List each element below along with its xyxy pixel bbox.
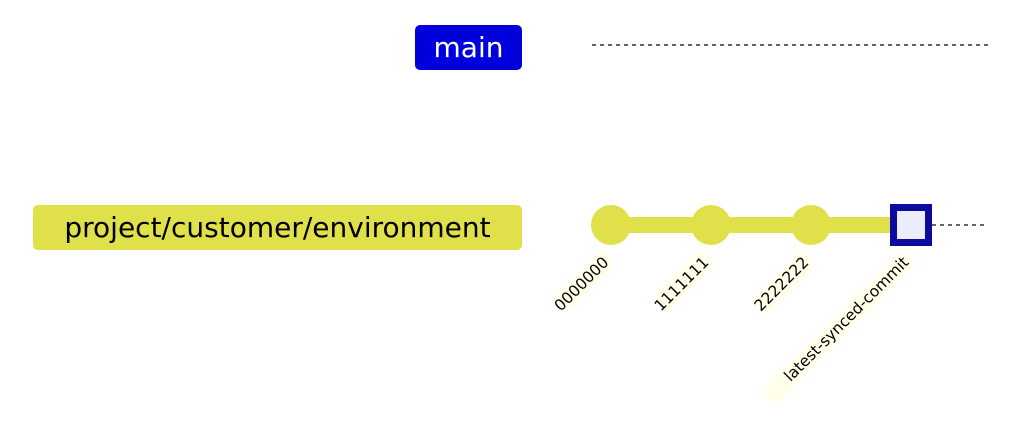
branch-main: main [415, 25, 988, 70]
commit-node[interactable] [591, 205, 631, 245]
branch-main-label-bg [415, 25, 522, 70]
commit-label: 2222222 [751, 253, 813, 315]
branch-environment: project/customer/environment 0000000 111… [33, 204, 988, 404]
commit-label: 0000000 [551, 253, 613, 315]
commit-label-bg [652, 249, 716, 314]
commit-0000000[interactable]: 0000000 [550, 205, 631, 316]
branch-main-label: main [434, 31, 504, 64]
commit-label-bg [750, 249, 816, 315]
commit-label-bg [552, 249, 616, 314]
commit-head-node[interactable] [890, 204, 932, 246]
commit-node[interactable] [791, 205, 831, 245]
commit-label-bg [761, 249, 916, 404]
commit-label: 1111111 [651, 253, 713, 315]
branch-environment-label: project/customer/environment [64, 211, 490, 244]
commit-node[interactable] [691, 205, 731, 245]
commit-latest-synced-commit[interactable]: latest-synced-commit [761, 204, 932, 404]
branch-environment-label-bg [33, 205, 522, 250]
